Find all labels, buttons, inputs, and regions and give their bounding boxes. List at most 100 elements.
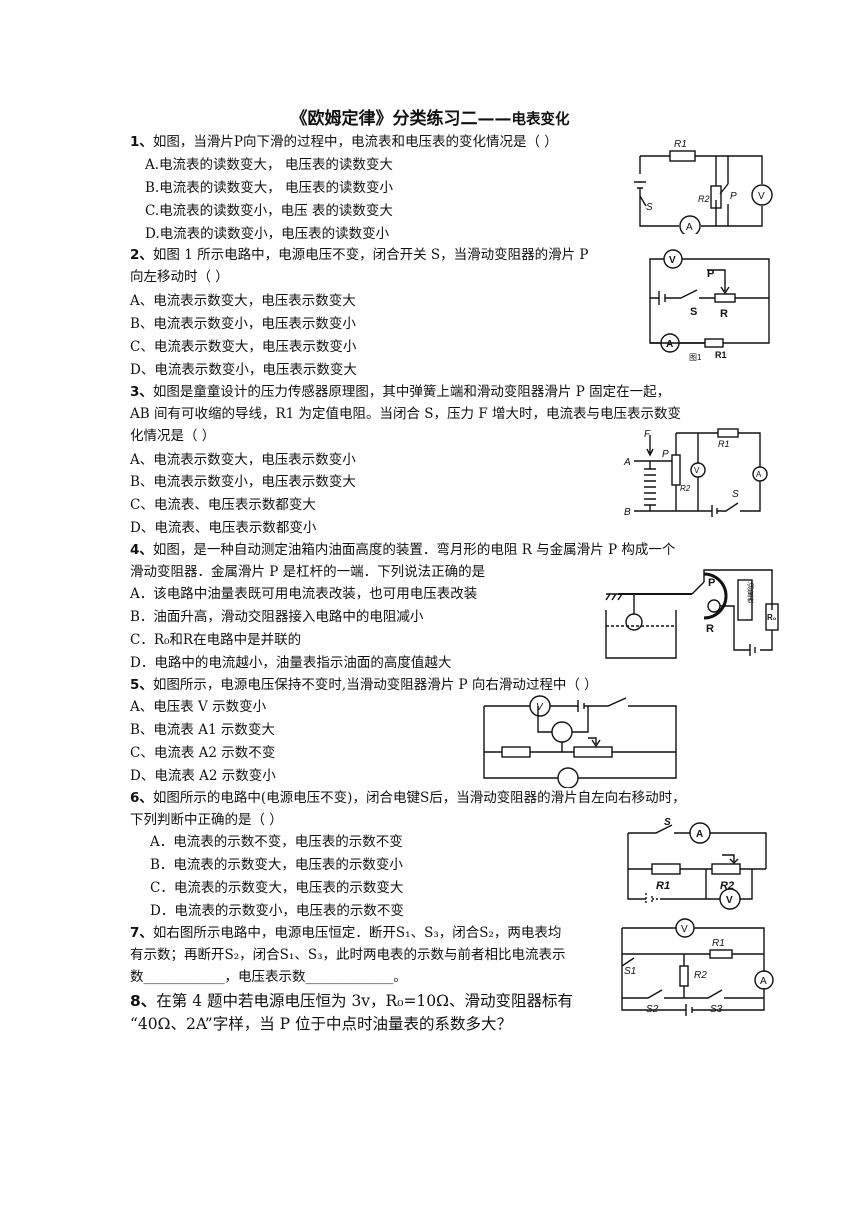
figure-4-circuit: P R 油量表 R₀ — [605, 569, 779, 659]
question-3-stem: 3、如图是童童设计的压力传感器原理图，其中弹簧上端和滑动变阻器滑片 P 固定在一… — [130, 382, 670, 402]
spring-icon — [644, 468, 656, 506]
label-r: R — [706, 623, 714, 635]
question-6-option-b: B．电流表的示数变大，电压表的示数变小 — [150, 857, 403, 873]
resistor-r2-icon — [679, 965, 689, 987]
switch-icon — [639, 195, 647, 207]
label-s: S — [690, 306, 697, 318]
question-number: 4、 — [130, 542, 153, 558]
question-4-stem: 4、如图，是一种自动测定油箱内油面高度的装置．弯月形的电阻 R 与金属滑片 P … — [130, 540, 675, 560]
question-2-stem-2: 向左移动时（ ） — [130, 269, 229, 285]
question-7-stem-3: 数____________，电压表示数_____________。 — [130, 969, 407, 985]
question-8-stem-2: “40Ω、2A”字样，当 P 位于中点时油量表的系数多大？ — [130, 1015, 512, 1033]
stem-text: 如图所示，电源电压保持不变时,当滑动变阻器滑片 P 向右滑动过程中（ ） — [152, 677, 598, 693]
ammeter-a2-icon — [557, 767, 579, 788]
question-2-option-d: D、电流表示数变小，电压表示数变大 — [130, 362, 357, 378]
rheostat-icon — [714, 293, 736, 303]
resistor-icon — [501, 746, 531, 758]
label-v: V — [758, 191, 765, 202]
question-4-option-c: C．R₀和R在电路中是并联的 — [130, 632, 302, 648]
rheostat-r2-icon — [711, 863, 741, 875]
label-a-meter: A — [756, 470, 762, 479]
label-r1: R1 — [715, 350, 727, 360]
stem-text: 在第 4 题中若电源电压恒为 3v，R₀=10Ω、滑动变阻器标有 — [156, 992, 574, 1010]
resistor-r0-icon — [765, 603, 779, 631]
label-r1: R1 — [656, 880, 670, 892]
question-2-option-a: A、电流表示数变大，电压表示数变大 — [130, 293, 356, 309]
label-v: V — [669, 255, 676, 266]
stem-text: 如图，当滑片P向下滑的过程中，电流表和电压表的变化情况是（ ） — [152, 134, 558, 150]
label-r1: R1 — [718, 439, 730, 449]
label-p: P — [730, 191, 737, 202]
label-r2: R2 — [720, 880, 734, 892]
resistor-r1-icon — [704, 338, 724, 348]
question-3-option-d: D、电流表、电压表示数都变小 — [130, 520, 317, 536]
question-3-option-a: A、电流表示数变大，电压表示数变小 — [130, 452, 356, 468]
question-2-stem: 2、如图 1 所示电路中，电源电压不变，闭合开关 S，当滑动变阻器的滑片 P — [130, 245, 589, 265]
question-number: 7、 — [130, 925, 153, 941]
stem-text: 如图所示的电路中(电源电压不变)，闭合电键S后，当滑动变阻器的滑片自左向右移动时… — [152, 790, 686, 806]
question-5-stem: 5、如图所示，电源电压保持不变时,当滑动变阻器滑片 P 向右滑动过程中（ ） — [130, 675, 598, 695]
oil-gauge-icon — [737, 579, 753, 621]
question-5-option-b: B、电流表 A1 示数变大 — [130, 722, 275, 738]
figure-3-circuit: F A P R1 R2 V A S B — [623, 428, 768, 518]
ammeter-icon — [679, 215, 701, 234]
label-r: R — [720, 308, 728, 320]
label-a: A — [696, 829, 703, 840]
question-3-option-b: B、电流表示数变小，电压表示数变大 — [130, 474, 356, 490]
figure-7-circuit: V R1 S1 R2 A S2 S3 — [621, 918, 774, 1016]
question-7-stem: 7、如右图所示电路中，电源电压恒定．断开S₁、S₃，闭合S₂，两电表均 — [130, 923, 561, 943]
stem-text: 如图 1 所示电路中，电源电压不变，闭合开关 S，当滑动变阻器的滑片 P — [152, 247, 589, 263]
label-a: A — [666, 339, 673, 350]
stem-text: 如图是童童设计的压力传感器原理图，其中弹簧上端和滑动变阻器滑片 P 固定在一起， — [152, 384, 671, 400]
label-r2: R2 — [698, 194, 710, 204]
voltmeter-icon — [690, 462, 706, 478]
resistor-r1-icon — [651, 863, 681, 875]
label-p: P — [707, 268, 714, 280]
label-r0: R₀ — [767, 613, 777, 622]
question-number: 3、 — [130, 384, 153, 400]
stem-text: 如右图所示电路中，电源电压恒定．断开S₁、S₃，闭合S₂，两电表均 — [152, 925, 562, 941]
question-6-option-c: C．电流表的示数变大，电压表的示数变大 — [150, 880, 404, 896]
question-number: 6、 — [130, 790, 153, 806]
label-r1: R1 — [712, 938, 725, 949]
question-7-stem-2: 有示数；再断开S₂，闭合S₁、S₃，此时两电表的示数与前者相比电流表示 — [130, 947, 566, 963]
label-s2: S2 — [646, 1004, 659, 1015]
question-6-option-a: A．电流表的示数不变，电压表的示数不变 — [150, 834, 403, 850]
label-v: V — [726, 895, 733, 906]
question-4-option-b: B．油面升高，滑动交阻器接入电路中的电阻减小 — [130, 609, 424, 625]
switch-s1-icon — [621, 957, 635, 967]
resistor-r1-icon — [669, 150, 696, 162]
battery-icon — [645, 893, 660, 905]
question-number: 8、 — [130, 992, 157, 1010]
label-fig1: 图1 — [689, 353, 702, 362]
label-v: V — [694, 466, 700, 475]
title-sub: 电表变化 — [511, 112, 570, 128]
question-number: 1、 — [130, 134, 153, 150]
label-a: A — [623, 457, 631, 468]
figure-1-circuit: R1 R2 P V A S — [634, 139, 773, 234]
question-6-stem: 6、如图所示的电路中(电源电压不变)，闭合电键S后，当滑动变阻器的滑片自左向右移… — [130, 788, 686, 808]
figure-6-circuit: S A R1 R2 V — [627, 817, 767, 910]
question-3-stem-3: 化情况是（ ） — [130, 428, 216, 444]
question-4-stem-2: 滑动变阻器．金属滑片 P 是杠杆的一端．下列说法正确的是 — [130, 564, 486, 580]
switch-icon — [680, 289, 698, 299]
voltmeter-icon — [751, 184, 773, 206]
question-6-option-d: D．电流表的示数变小，电压表的示数不变 — [150, 903, 404, 919]
label-s: S — [664, 817, 671, 828]
question-1-option-d: D.电流表的读数变小，电压表的读数变小 — [145, 226, 390, 242]
voltmeter-icon — [663, 249, 683, 269]
label-s3: S3 — [710, 1004, 723, 1015]
label-oil-gauge: 油量表 — [747, 581, 755, 604]
question-number: 5、 — [130, 677, 153, 693]
battery-switch-icon — [702, 502, 739, 517]
question-4-option-d: D．电路中的电流越小，油量表指示油面的高度值越大 — [130, 655, 452, 671]
question-4-option-a: A．该电路中油量表既可用电流表改装，也可用电压表改装 — [130, 586, 478, 602]
resistor-r2-icon — [710, 185, 722, 209]
question-5-option-c: C、电流表 A2 示数不变 — [130, 745, 276, 761]
label-s: S — [732, 489, 739, 500]
question-8-stem: 8、在第 4 题中若电源电压恒为 3v，R₀=10Ω、滑动变阻器标有 — [130, 991, 573, 1011]
gauge-icon — [707, 599, 721, 613]
label-v: V — [536, 702, 544, 713]
label-a: A — [760, 976, 767, 987]
label-b: B — [624, 507, 631, 518]
